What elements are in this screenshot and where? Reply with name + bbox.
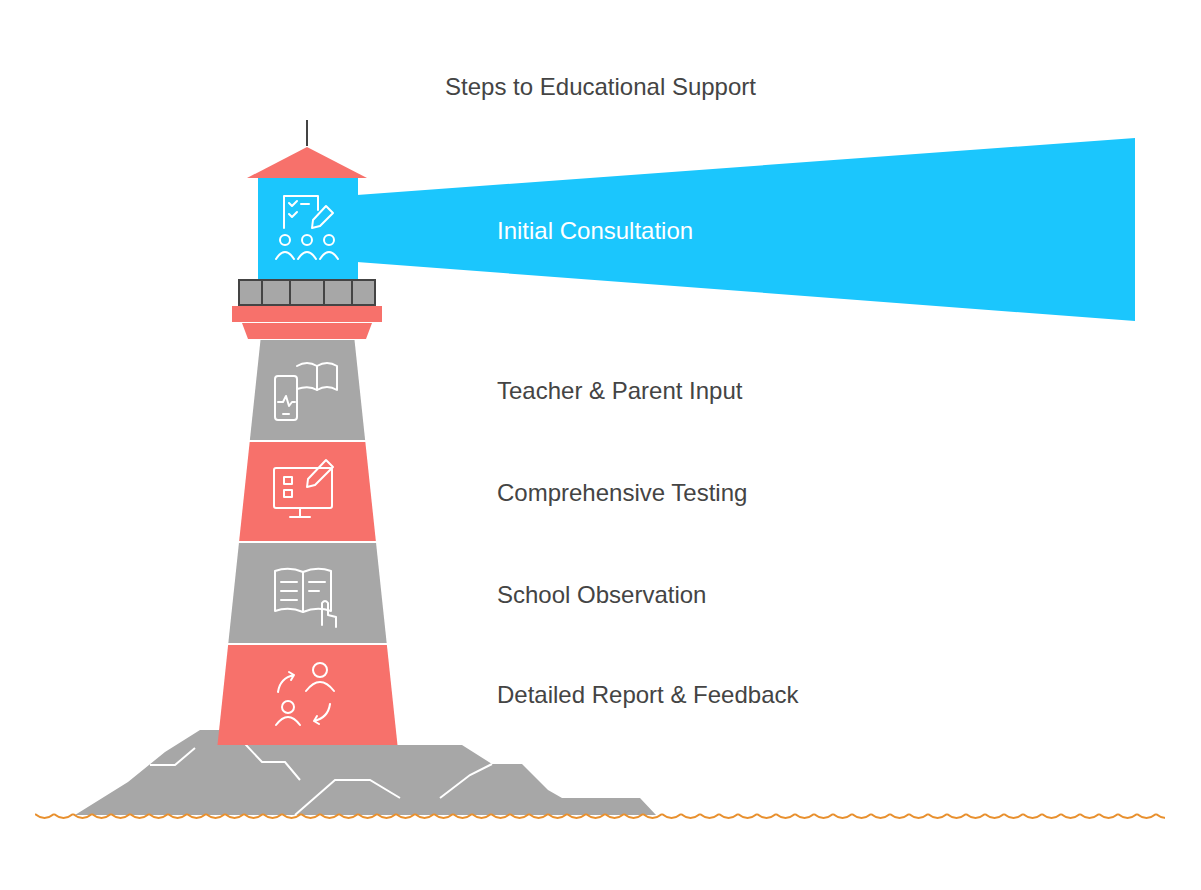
railing-bar bbox=[323, 280, 325, 305]
step-label: Comprehensive Testing bbox=[497, 478, 747, 508]
lantern-room bbox=[258, 178, 358, 279]
tower-band: Detailed Report & Feedback bbox=[217, 645, 398, 745]
antenna bbox=[306, 120, 308, 146]
light-beam-fill bbox=[357, 138, 1135, 321]
step-label: Detailed Report & Feedback bbox=[497, 680, 799, 710]
consultation-icon bbox=[276, 196, 338, 259]
railing-bar bbox=[351, 280, 353, 305]
water-line bbox=[35, 808, 1165, 820]
railing-bar bbox=[289, 280, 291, 305]
tower-band-fill bbox=[239, 442, 376, 541]
rock-seam bbox=[150, 748, 195, 765]
tower-band-shape bbox=[217, 340, 398, 440]
tower-band: School Observation bbox=[217, 543, 398, 643]
platform-base bbox=[242, 323, 372, 339]
diagram-title: Steps to Educational Support bbox=[300, 72, 901, 102]
step-label: School Observation bbox=[497, 580, 706, 610]
roof bbox=[247, 147, 367, 178]
rock-seam bbox=[440, 764, 492, 798]
step-label: Teacher & Parent Input bbox=[497, 376, 742, 406]
tower-band-fill bbox=[250, 340, 365, 440]
platform bbox=[232, 306, 382, 322]
railing bbox=[239, 280, 375, 305]
railing-bar bbox=[261, 280, 263, 305]
tower-band-shape bbox=[217, 442, 398, 541]
tower-band-shape bbox=[217, 543, 398, 643]
tower-band: Comprehensive Testing bbox=[217, 442, 398, 541]
tower-band-shape bbox=[217, 645, 398, 745]
step-label: Initial Consultation bbox=[497, 216, 693, 246]
tower-band: Teacher & Parent Input bbox=[217, 340, 398, 440]
tower-band-fill bbox=[228, 543, 386, 643]
light-beam: Initial Consultation bbox=[357, 138, 1135, 321]
light-beam-shape bbox=[357, 138, 1135, 321]
tower-band-fill bbox=[218, 645, 398, 745]
